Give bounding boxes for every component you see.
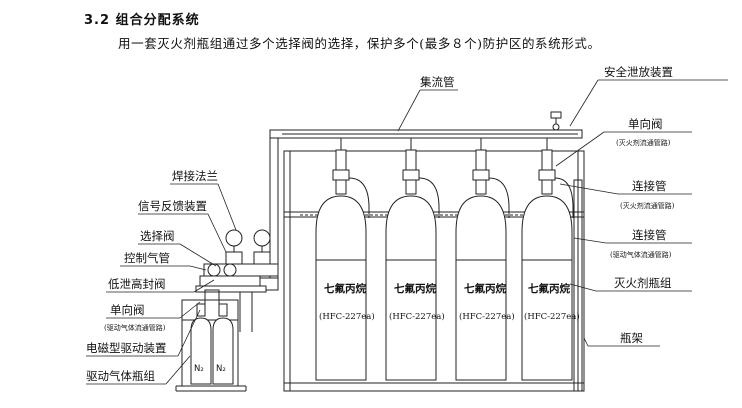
- callouts-left: 焊接法兰 信号反馈装置 选择阀 控制气管 低泄高封阀 单向阀 (驱动气体流通管路…: [86, 169, 218, 383]
- label-agent-cylinder-group: 灭火剂瓶组: [614, 276, 672, 290]
- cylinder-1-name: 七氟丙烷: [324, 282, 366, 295]
- label-header-pipe: 集流管: [420, 75, 455, 89]
- section-intro: 用一套灭火剂瓶组通过多个选择阀的选择，保护多个(最多８个)防护区的系统形式。: [118, 36, 601, 51]
- section-heading: 3.2 组合分配系统: [84, 9, 200, 28]
- section-number: 3.2: [84, 13, 111, 28]
- label-check-valve-right: 单向阀: [628, 117, 663, 131]
- drive-gas-rack: [175, 289, 247, 392]
- cylinder-3-name: 七氟丙烷: [464, 282, 506, 295]
- label-check-valve-left: 单向阀: [110, 303, 145, 317]
- drive-cylinder-2-label: N₂: [216, 364, 226, 374]
- cylinder-check-valves: [332, 138, 556, 181]
- agent-cylinders: [315, 179, 573, 381]
- label-drive-gas-group: 驱动气体瓶组: [86, 369, 155, 383]
- callouts-right: 集流管 安全泄放装置 单向阀 (灭火剂流通管路) 连接管 (灭火剂流通管路) 连…: [420, 65, 675, 345]
- label-control-gas-pipe: 控制气管: [124, 251, 170, 265]
- label-low-leak-seal-valve: 低泄高封阀: [108, 277, 166, 291]
- agent-cylinder-labels: 七氟丙烷 (HFC-227ea) 七氟丙烷 (HFC-227ea) 七氟丙烷 (…: [319, 282, 580, 322]
- label-connector-2-note: (驱动气体流通管路): [610, 250, 672, 259]
- label-signal-feedback: 信号反馈装置: [138, 199, 207, 213]
- cylinder-2-code: (HFC-227ea): [389, 311, 445, 322]
- drive-cylinder-1-label: N₂: [194, 364, 204, 374]
- label-connector-1: 连接管: [632, 179, 667, 193]
- label-connector-1-note: (灭火剂流通管路): [620, 201, 675, 210]
- label-check-valve-left-note: (驱动气体流通管路): [104, 323, 166, 332]
- cylinder-2-name: 七氟丙烷: [394, 282, 436, 295]
- label-frame: 瓶架: [620, 331, 643, 345]
- section-title: 组合分配系统: [115, 13, 200, 28]
- label-welded-flange: 焊接法兰: [172, 169, 218, 183]
- cylinder-4-name: 七氟丙烷: [528, 282, 570, 295]
- label-selector-valve: 选择阀: [140, 229, 175, 243]
- cylinder-4-code: (HFC-227ea): [524, 311, 580, 322]
- drive-cylinder-labels: N₂ N₂: [194, 364, 226, 374]
- selector-valve-assembly: [195, 229, 279, 332]
- cylinder-3-code: (HFC-227ea): [459, 311, 515, 322]
- cylinder-1-code: (HFC-227ea): [319, 311, 375, 322]
- leader-lines: [86, 79, 728, 385]
- label-safety-relief: 安全泄放装置: [604, 65, 673, 79]
- label-solenoid-actuator: 电磁型驱动装置: [86, 341, 167, 355]
- label-check-valve-right-note: (灭火剂流通管路): [616, 138, 671, 147]
- label-connector-2: 连接管: [632, 228, 667, 242]
